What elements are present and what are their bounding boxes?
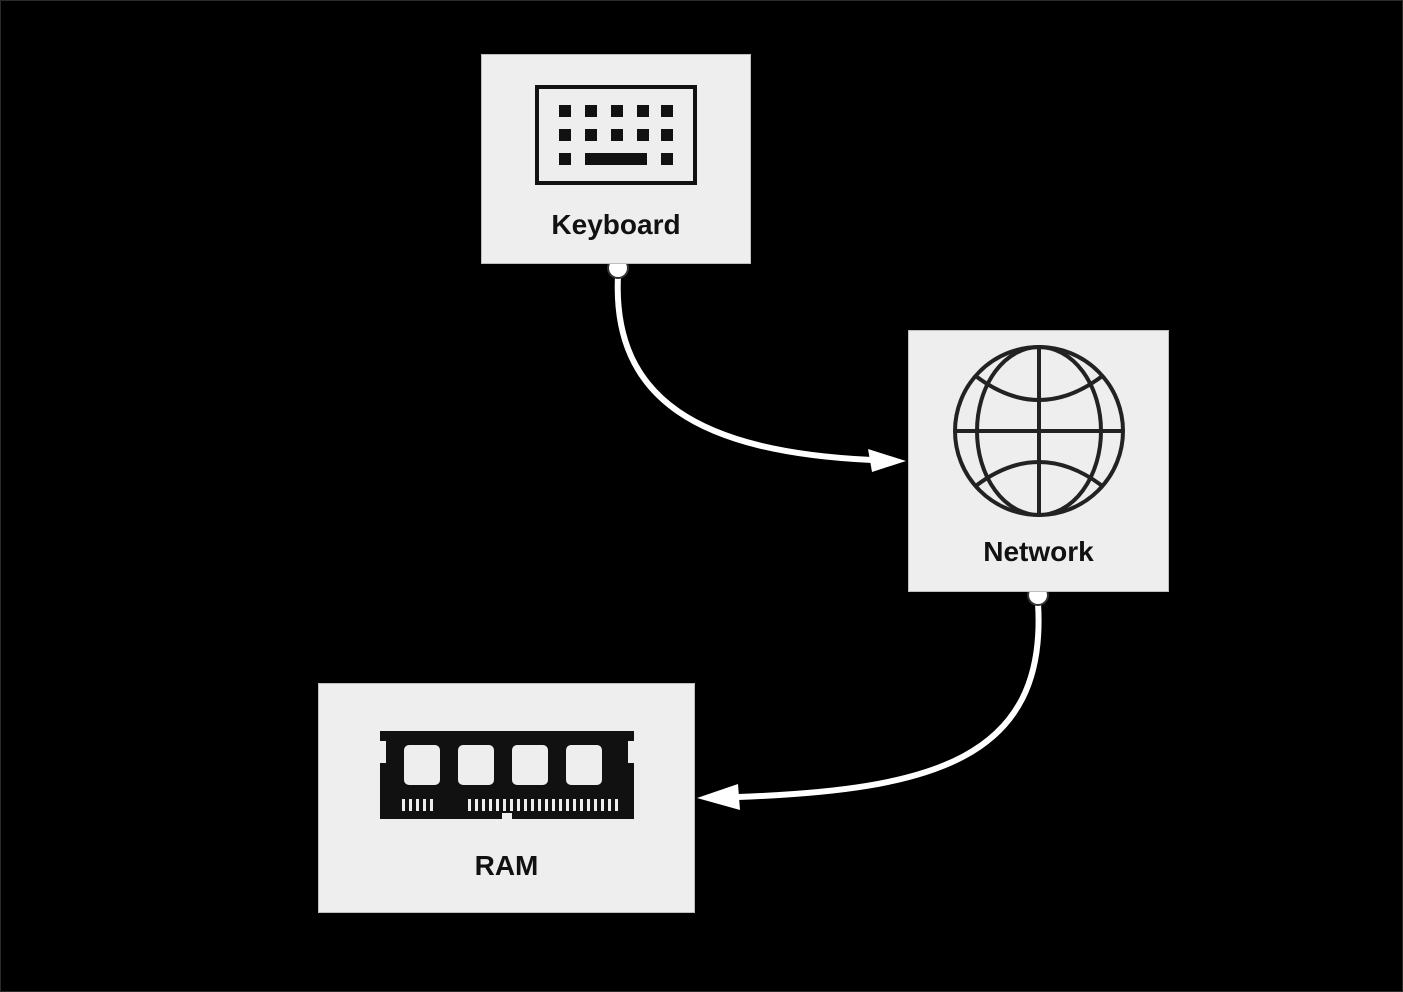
node-keyboard[interactable]: Keyboard bbox=[481, 54, 751, 264]
arrowhead-icon bbox=[868, 449, 906, 472]
edge-network-to-ram[interactable] bbox=[697, 584, 1049, 810]
keyboard-icon bbox=[482, 85, 750, 187]
arrowhead-icon bbox=[697, 784, 740, 810]
node-label: Network bbox=[983, 536, 1094, 567]
node-label: Keyboard bbox=[551, 209, 681, 240]
node-network[interactable]: Network bbox=[908, 330, 1169, 592]
globe-icon bbox=[909, 343, 1168, 519]
node-ram[interactable]: RAM bbox=[318, 683, 695, 913]
ram-module-icon bbox=[319, 729, 694, 825]
edge-keyboard-to-network[interactable] bbox=[607, 257, 906, 472]
node-label: RAM bbox=[474, 850, 539, 881]
